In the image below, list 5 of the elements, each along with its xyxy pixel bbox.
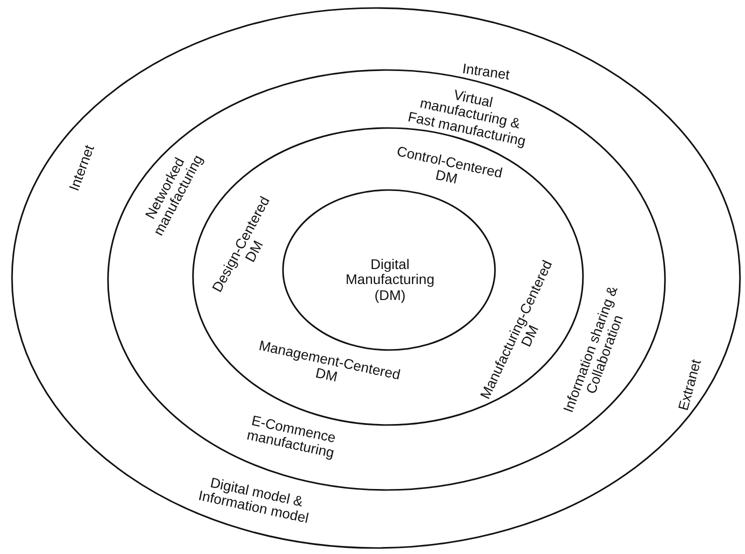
ring-label: Extranet — [674, 356, 705, 414]
center-label: Digital Manufacturing (DM) — [344, 256, 436, 304]
ring-ellipse — [12, 8, 740, 548]
ring-label: Intranet — [460, 59, 512, 85]
ring-label: Digital model & Information model — [196, 473, 312, 528]
